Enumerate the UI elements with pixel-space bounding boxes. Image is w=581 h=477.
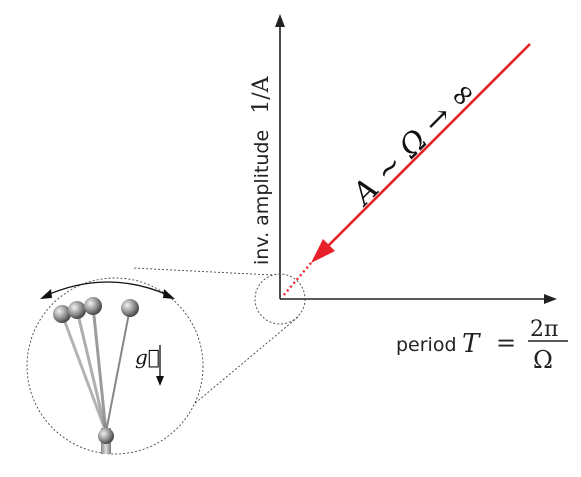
trend-arrow [282, 43, 531, 297]
pendulum-bob [84, 297, 102, 315]
y-axis-label-math: 1/A [249, 75, 274, 113]
y-axis-label: inv. amplitude 1/A [249, 75, 274, 265]
svg-text:inv. amplitude 1/A: inv. amplitude 1/A [249, 75, 274, 265]
origin-zoom-circle [254, 273, 306, 325]
pendulum-bob [121, 299, 139, 317]
x-axis-label: period T = 2π Ω [396, 317, 568, 374]
pendulum-bob [53, 305, 71, 323]
x-axis [280, 294, 557, 304]
inset-circle [26, 277, 204, 455]
trend-line [325, 43, 531, 249]
x-axis-label-numerator: 2π [530, 317, 558, 342]
swing-arc [44, 281, 171, 297]
zoom-connector-top [132, 267, 273, 276]
trend-extrapolation [282, 262, 312, 297]
y-axis [275, 14, 285, 299]
y-axis-label-text: inv. amplitude [251, 130, 273, 265]
trend-label: A ∼ Ω → ∞ [344, 74, 484, 214]
x-axis-label-eq: = [496, 329, 516, 357]
pendulum-inset: g⃗ [26, 277, 204, 455]
x-axis-label-T: T [462, 329, 481, 359]
trend-arrowhead [311, 239, 335, 263]
gravity-label: g⃗ [135, 345, 160, 369]
x-axis-label-denominator: Ω [533, 346, 553, 374]
zoom-connector-bottom [174, 316, 299, 421]
pendulum-pivot [98, 428, 114, 444]
pendulum-bob [68, 301, 86, 319]
x-axis-label-text: period [396, 334, 457, 356]
swing-arc-left-head [40, 289, 52, 299]
gravity-arrow-head [156, 376, 164, 386]
swing-arc-right-head [163, 289, 175, 299]
